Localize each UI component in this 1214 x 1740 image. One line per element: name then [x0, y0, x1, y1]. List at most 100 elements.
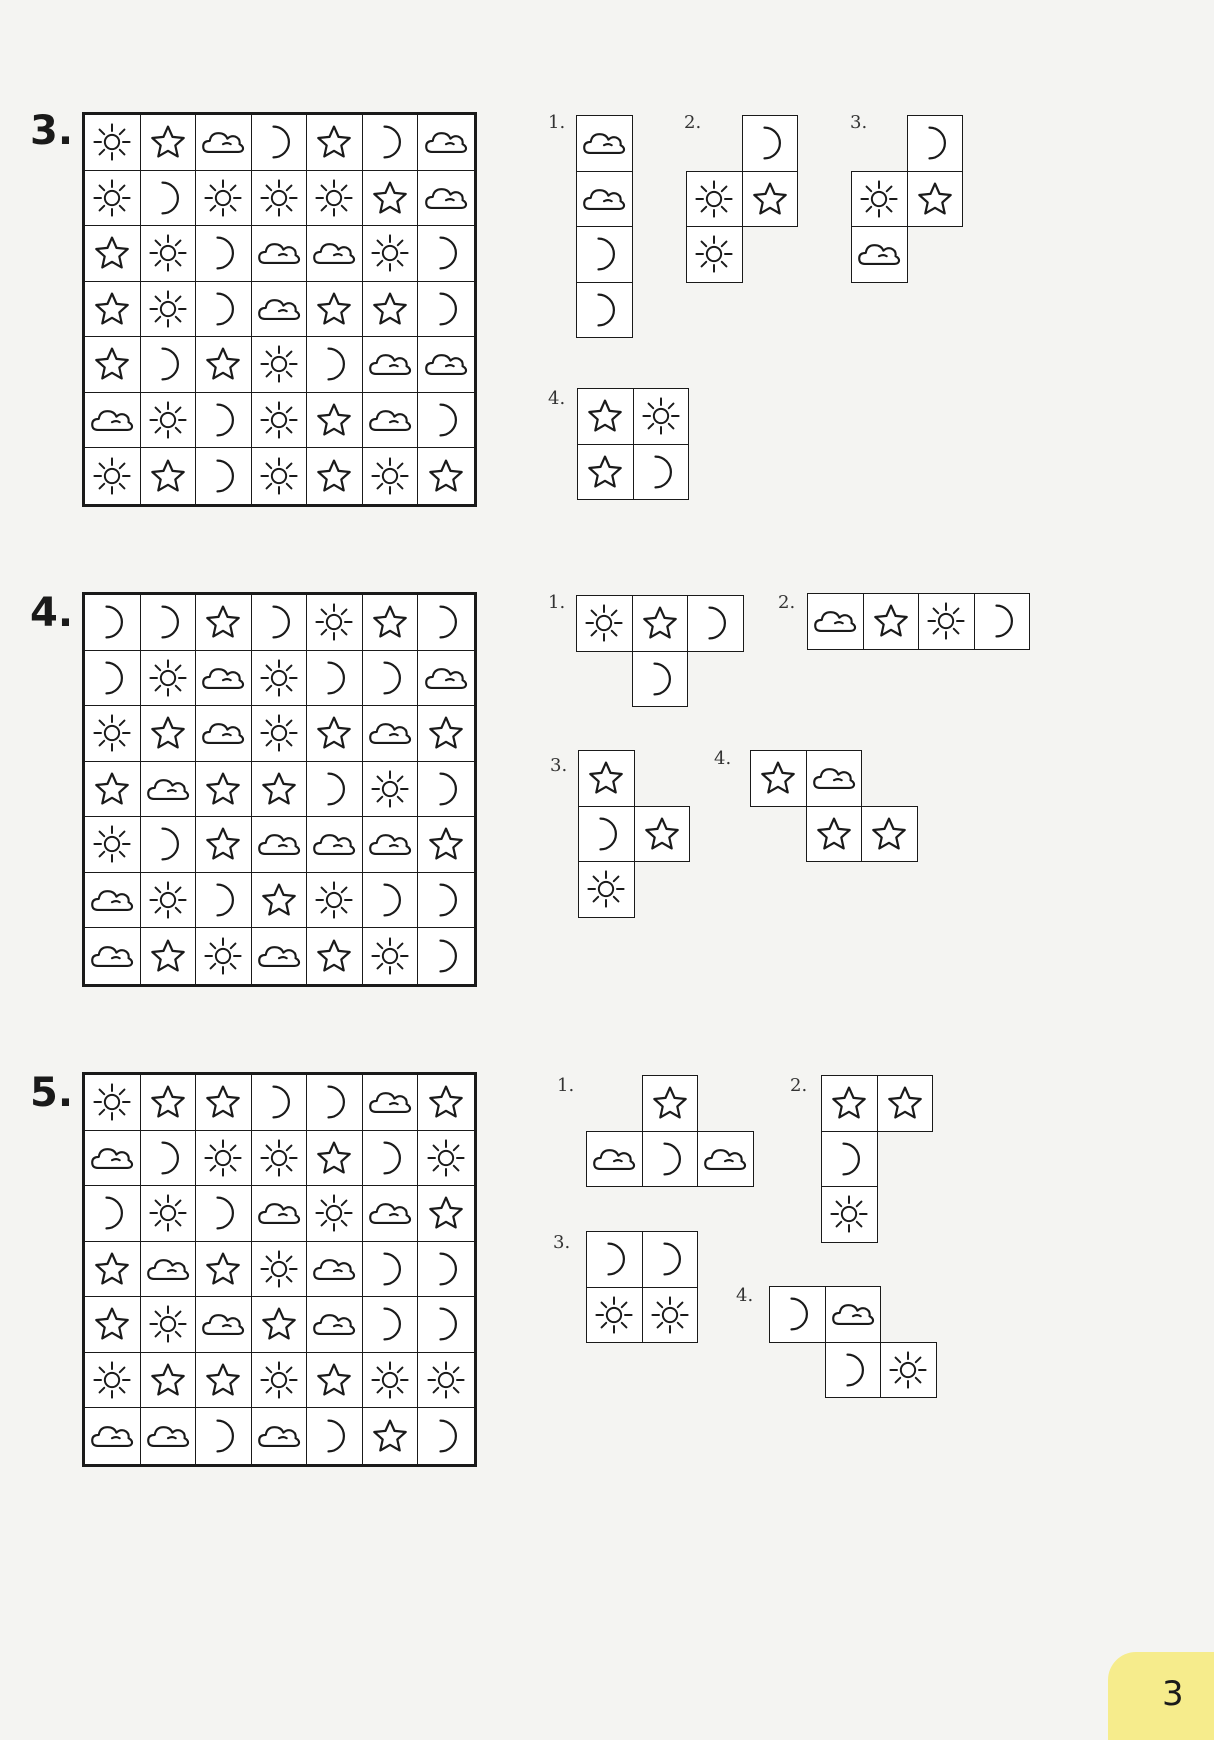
grid-cell[interactable] [85, 650, 141, 706]
grid-cell[interactable] [252, 448, 307, 504]
grid-cell[interactable] [141, 448, 196, 504]
grid-cell[interactable] [85, 170, 141, 226]
grid-cell[interactable] [196, 1186, 252, 1242]
grid-cell[interactable] [307, 706, 363, 762]
grid-cell[interactable] [418, 337, 474, 393]
grid-cell[interactable] [140, 872, 196, 928]
grid-cell[interactable] [362, 1186, 418, 1242]
grid-cell[interactable] [196, 226, 252, 282]
grid-cell[interactable] [251, 1075, 307, 1131]
grid-cell[interactable] [85, 595, 141, 651]
grid-cell[interactable] [85, 115, 141, 171]
grid-cell[interactable] [418, 1131, 474, 1186]
grid-cell[interactable] [307, 170, 363, 226]
grid-cell[interactable] [196, 872, 252, 928]
grid-cell[interactable] [85, 226, 141, 282]
grid-cell[interactable] [418, 651, 474, 706]
grid-cell[interactable] [85, 1297, 141, 1353]
grid-cell[interactable] [307, 1186, 363, 1242]
grid-cell[interactable] [252, 1408, 307, 1464]
grid-cell[interactable] [362, 872, 418, 928]
grid-cell[interactable] [251, 1130, 307, 1186]
grid-cell[interactable] [307, 595, 363, 651]
grid-cell[interactable] [307, 650, 363, 706]
grid-cell[interactable] [251, 392, 307, 448]
grid-cell[interactable] [196, 392, 252, 448]
grid-cell[interactable] [85, 1241, 141, 1297]
grid-cell[interactable] [362, 595, 418, 651]
grid-cell[interactable] [140, 226, 196, 282]
grid-cell[interactable] [196, 281, 252, 337]
grid-cell[interactable] [85, 392, 141, 448]
grid-cell[interactable] [418, 448, 474, 504]
grid-cell[interactable] [85, 872, 141, 928]
grid-cell[interactable] [85, 281, 141, 337]
grid-cell[interactable] [418, 226, 474, 282]
grid-cell[interactable] [85, 1408, 141, 1464]
grid-cell[interactable] [418, 873, 474, 928]
grid-cell[interactable] [418, 1186, 474, 1242]
grid-cell[interactable] [307, 1297, 363, 1353]
grid-cell[interactable] [140, 337, 196, 393]
grid-cell[interactable] [85, 928, 141, 984]
grid-cell[interactable] [307, 115, 363, 171]
grid-cell[interactable] [251, 281, 307, 337]
grid-cell[interactable] [196, 706, 252, 762]
grid-cell[interactable] [140, 115, 196, 171]
grid-cell[interactable] [418, 762, 474, 817]
grid-cell[interactable] [418, 1408, 474, 1464]
grid-cell[interactable] [307, 1352, 363, 1408]
grid-cell[interactable] [362, 392, 418, 448]
grid-cell[interactable] [307, 761, 363, 817]
grid-cell[interactable] [196, 448, 252, 504]
grid-cell[interactable] [363, 448, 418, 504]
grid-cell[interactable] [362, 706, 418, 762]
grid-cell[interactable] [362, 761, 418, 817]
grid-cell[interactable] [141, 1408, 196, 1464]
grid-cell[interactable] [252, 928, 307, 984]
grid-cell[interactable] [418, 706, 474, 762]
grid-cell[interactable] [140, 650, 196, 706]
grid-cell[interactable] [307, 337, 363, 393]
grid-cell[interactable] [418, 1242, 474, 1297]
grid-cell[interactable] [85, 1130, 141, 1186]
grid-cell[interactable] [251, 1241, 307, 1297]
grid-cell[interactable] [85, 337, 141, 393]
grid-cell[interactable] [251, 337, 307, 393]
grid-cell[interactable] [418, 171, 474, 226]
grid-cell[interactable] [140, 1130, 196, 1186]
grid-cell[interactable] [251, 650, 307, 706]
grid-cell[interactable] [362, 170, 418, 226]
grid-cell[interactable] [141, 928, 196, 984]
grid-cell[interactable] [418, 817, 474, 873]
grid-cell[interactable] [251, 761, 307, 817]
grid-cell[interactable] [418, 1297, 474, 1353]
grid-cell[interactable] [196, 1075, 252, 1131]
grid-cell[interactable] [140, 170, 196, 226]
grid-cell[interactable] [362, 115, 418, 171]
grid-cell[interactable] [140, 392, 196, 448]
grid-cell[interactable] [140, 706, 196, 762]
grid-cell[interactable] [85, 1352, 141, 1408]
grid-cell[interactable] [362, 1352, 418, 1408]
grid-cell[interactable] [140, 817, 196, 873]
grid-cell[interactable] [307, 281, 363, 337]
grid-cell[interactable] [362, 337, 418, 393]
grid-cell[interactable] [140, 1186, 196, 1242]
grid-cell[interactable] [307, 928, 363, 984]
grid-cell[interactable] [251, 595, 307, 651]
grid-cell[interactable] [363, 928, 418, 984]
grid-cell[interactable] [362, 1297, 418, 1353]
grid-cell[interactable] [140, 1297, 196, 1353]
grid-cell[interactable] [196, 1130, 252, 1186]
grid-cell[interactable] [196, 170, 252, 226]
grid-cell[interactable] [251, 226, 307, 282]
grid-cell[interactable] [307, 1241, 363, 1297]
grid-cell[interactable] [196, 1241, 252, 1297]
grid-cell[interactable] [307, 1130, 363, 1186]
grid-cell[interactable] [251, 872, 307, 928]
grid-cell[interactable] [251, 817, 307, 873]
grid-cell[interactable] [196, 1297, 252, 1353]
grid-cell[interactable] [418, 115, 474, 171]
grid-cell[interactable] [85, 706, 141, 762]
